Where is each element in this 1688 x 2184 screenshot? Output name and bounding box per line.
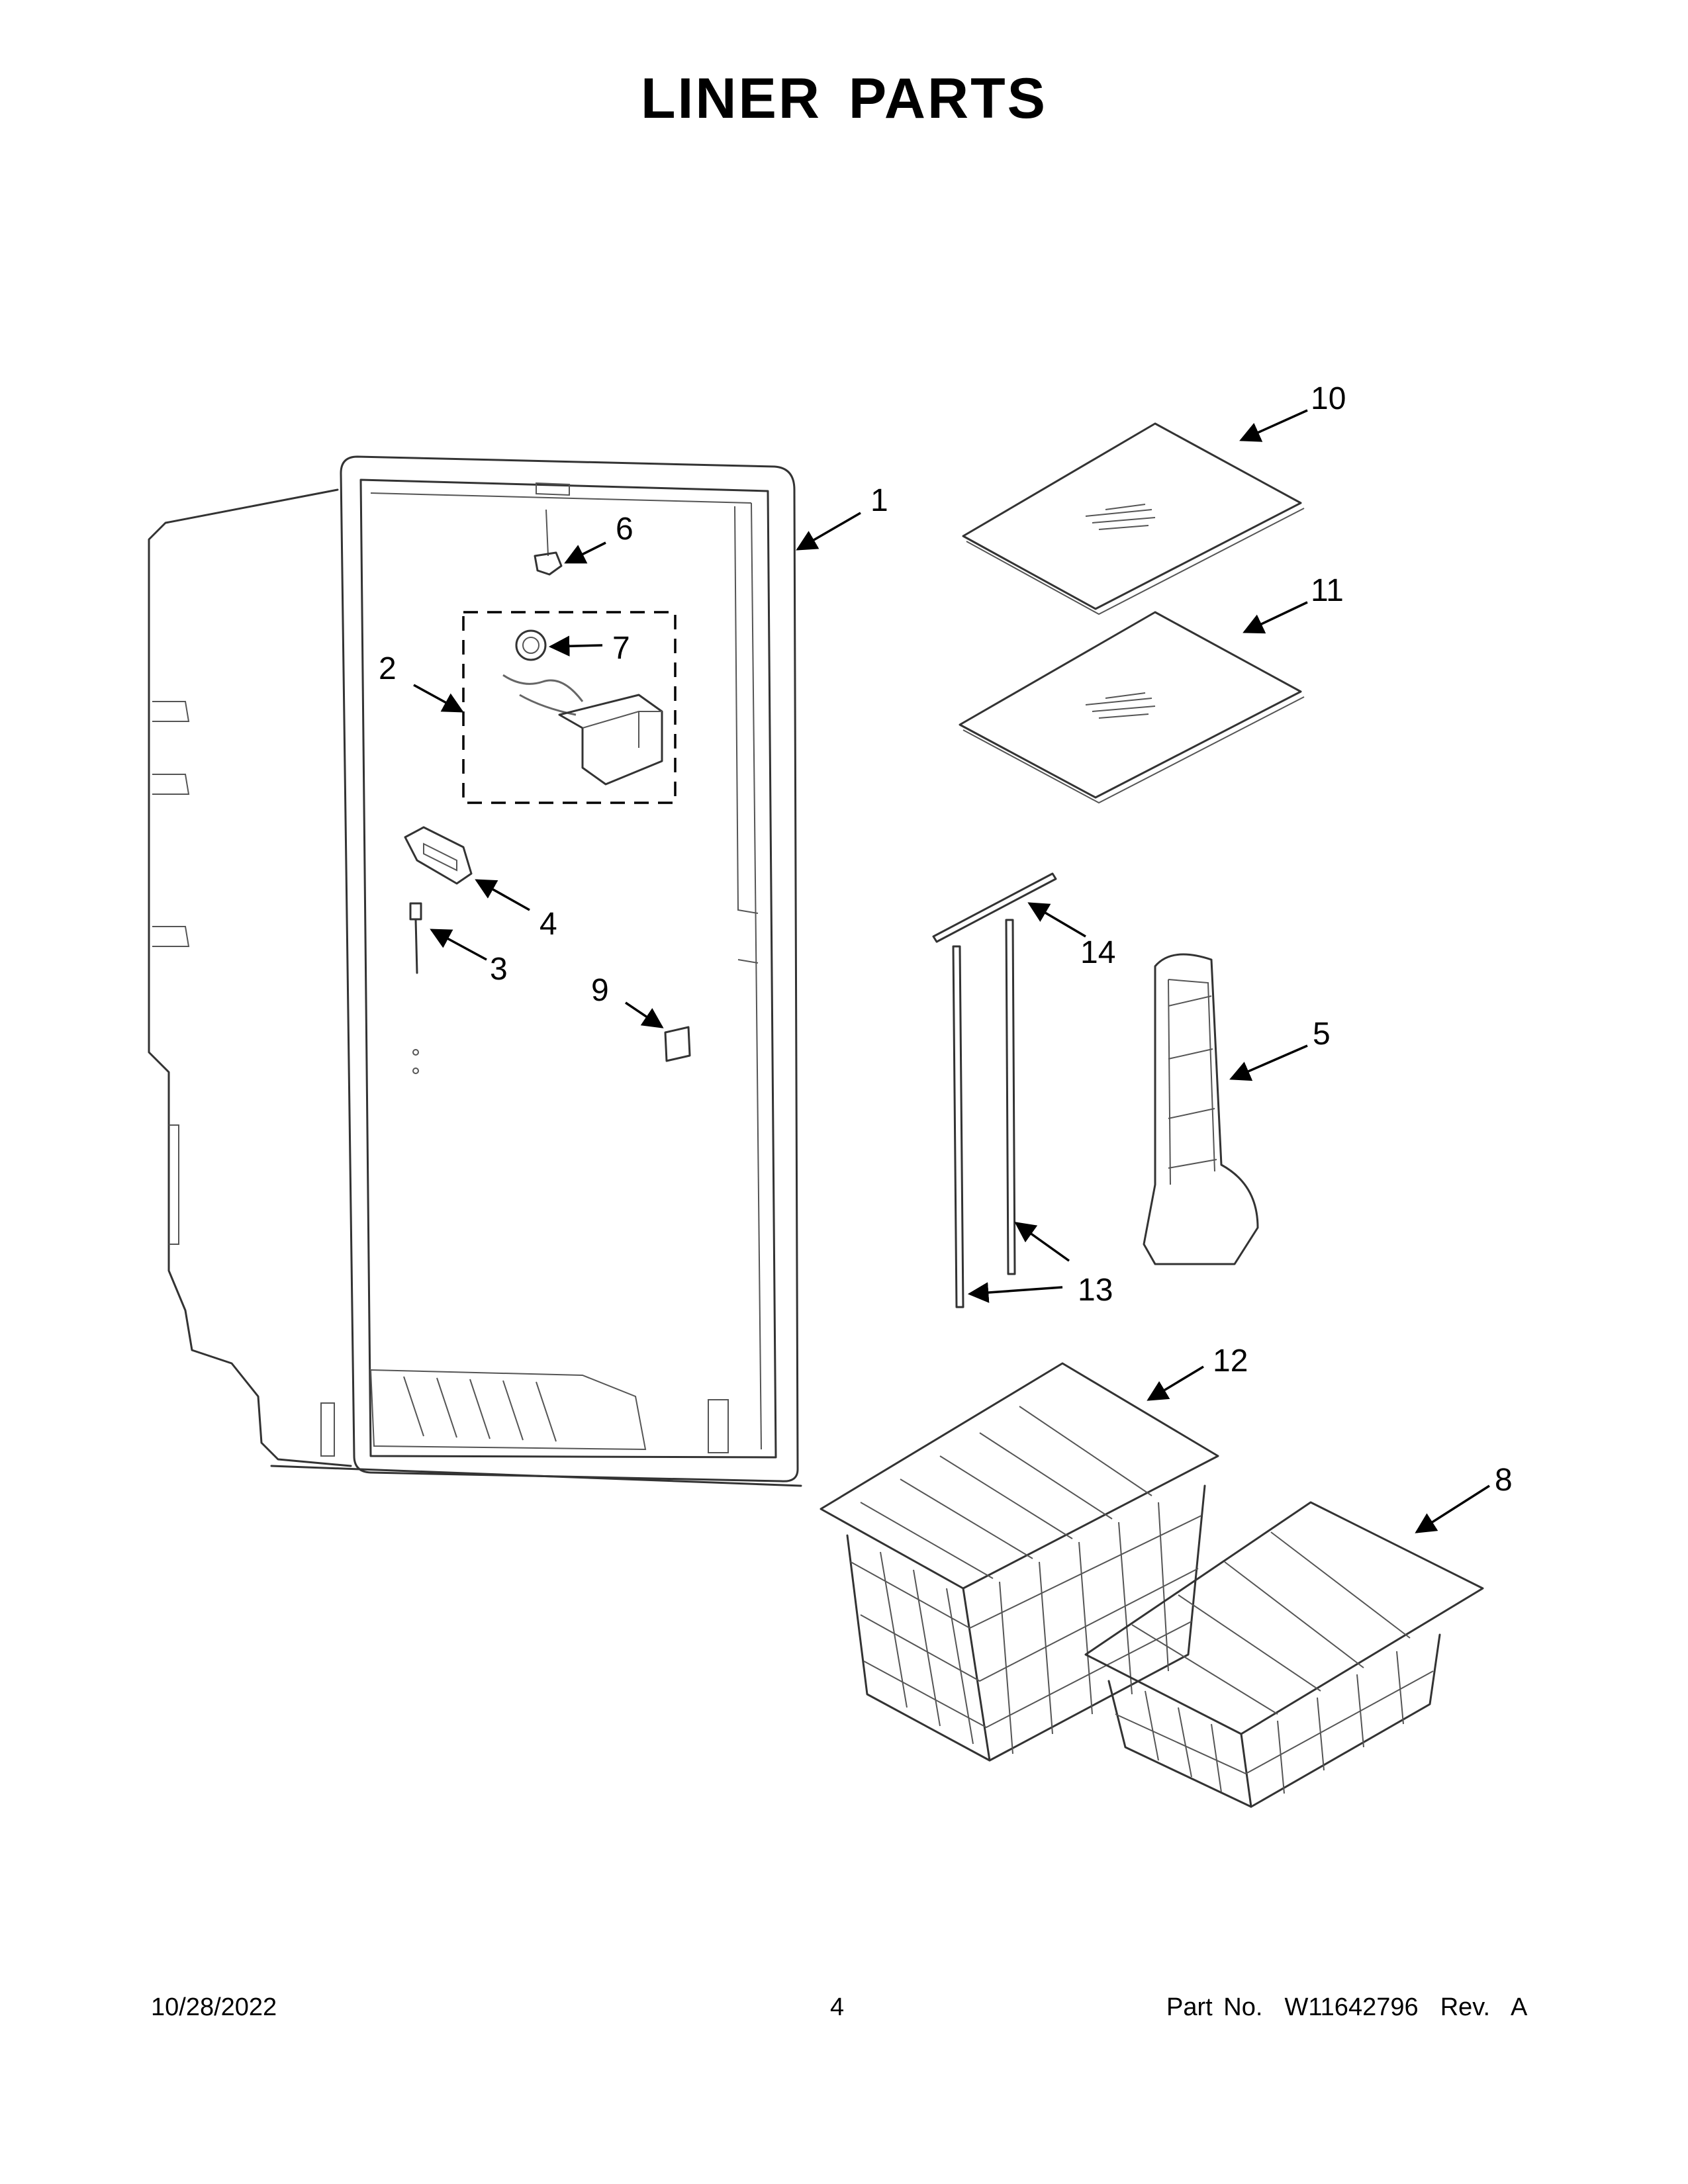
footer-page-number: 4 [830, 1993, 845, 2021]
trim-strips [932, 872, 1057, 1308]
callout-2: 2 [379, 651, 397, 686]
wire-basket-small [1084, 1501, 1484, 1808]
leader-arrows [413, 409, 1490, 1533]
vent-bracket [404, 826, 473, 885]
page-title: LINER PARTS [641, 67, 1047, 130]
wire-basket-large [820, 1362, 1219, 1762]
control-assembly-box [462, 611, 677, 804]
glass-shelf-bottom [959, 611, 1305, 804]
light-socket [534, 509, 563, 576]
liner-shell [148, 455, 802, 1487]
callout-4: 4 [539, 907, 557, 942]
callout-1: 1 [870, 483, 888, 518]
callout-3: 3 [490, 952, 508, 987]
footer-date: 10/28/2022 [151, 1993, 277, 2021]
callout-11: 11 [1311, 573, 1344, 608]
callout-8: 8 [1495, 1463, 1513, 1498]
callout-12: 12 [1213, 1343, 1248, 1379]
callout-5: 5 [1313, 1017, 1331, 1052]
glass-shelf-top [962, 422, 1305, 615]
thermistor [409, 902, 422, 974]
callout-13: 13 [1078, 1273, 1113, 1308]
air-tower [1143, 953, 1259, 1265]
footer-part-number: Part No. W11642796 Rev. A [1166, 1993, 1528, 2021]
callout-9: 9 [591, 973, 609, 1008]
callout-10: 10 [1311, 381, 1346, 416]
label-tag [664, 1026, 691, 1062]
callout-labels: 1 2 3 4 5 6 7 8 9 10 11 12 13 14 [379, 381, 1513, 1498]
callout-6: 6 [616, 512, 633, 547]
callout-14: 14 [1080, 935, 1115, 970]
callout-7: 7 [612, 631, 630, 666]
